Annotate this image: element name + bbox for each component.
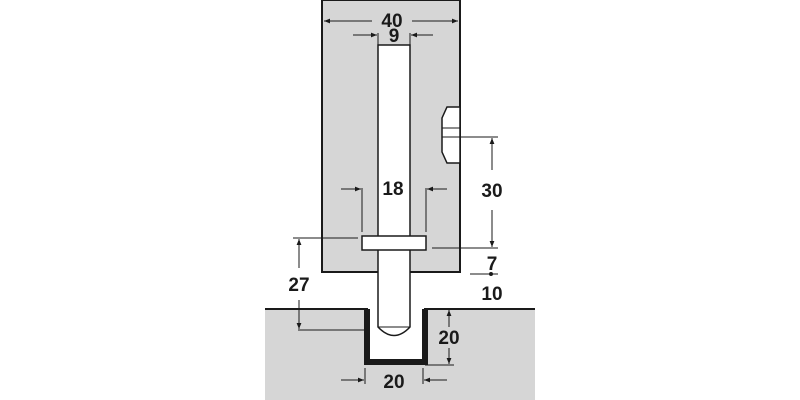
side-fitting — [441, 106, 461, 164]
dim-pin-protrusion: 27 — [288, 275, 309, 296]
dim-gap-bottom: 10 — [481, 284, 502, 305]
dim-hole-width: 20 — [383, 372, 404, 393]
dim-collar-diameter: 18 — [382, 179, 403, 200]
base-panel — [265, 309, 535, 400]
collar — [361, 235, 427, 251]
dim-gap-top: 7 — [487, 254, 498, 275]
dim-pin-diameter: 9 — [389, 26, 400, 47]
dim-overall-width: 40 — [381, 11, 402, 32]
dim-hole-depth: 20 — [438, 328, 459, 349]
slot-lining — [364, 309, 428, 365]
dim-fitting-height: 30 — [481, 181, 502, 202]
